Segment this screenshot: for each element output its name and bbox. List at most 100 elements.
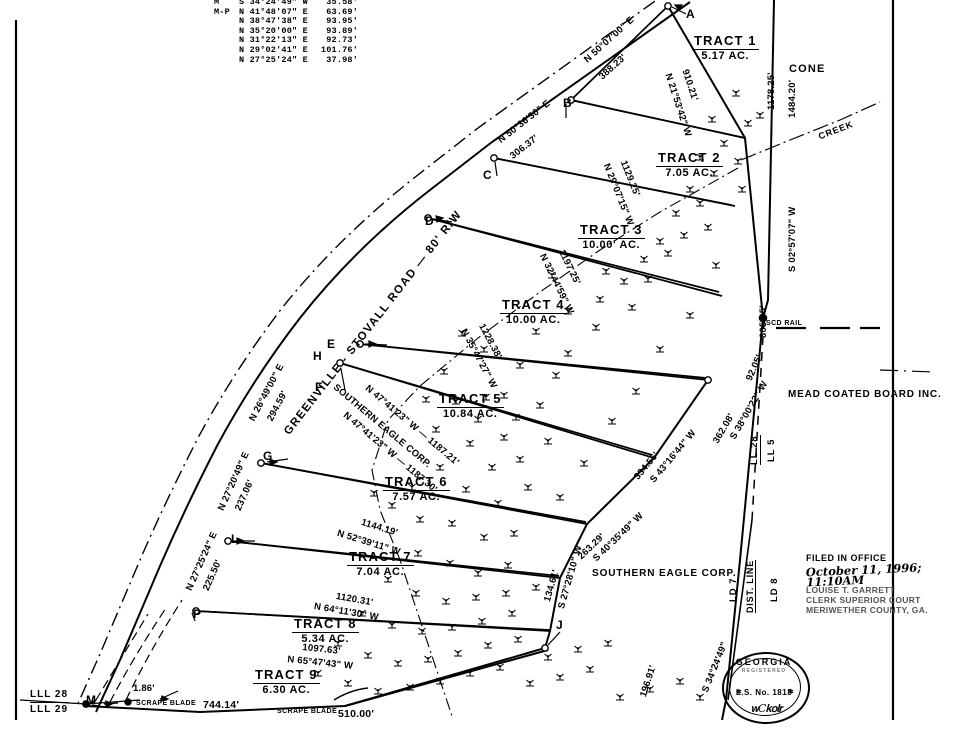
tract-2-name: TRACT 2 (656, 150, 723, 167)
bearing-point (214, 36, 239, 46)
bearing-row: M-P N 41°48'07" E 63.69' (214, 6, 361, 18)
bearing-point: M-P (214, 6, 230, 17)
point-marker-d (424, 214, 432, 222)
bearing-row: N 35°20'00" E 93.89' (214, 25, 361, 37)
point-marker-c (490, 154, 498, 162)
dim-bottom-744: 744.14' (203, 699, 240, 711)
bearing-row: N 31°22'13" E 92.73' (214, 36, 361, 46)
dim-bottom-510: 510.00' (338, 708, 375, 720)
label-ll-5: LL 5 (766, 438, 777, 462)
label-ld-7: LD 7 (728, 577, 739, 602)
bearing-point (214, 46, 239, 56)
tract-2-acres: 7.05 AC. (665, 166, 714, 179)
bearing-distance: 37.98' (326, 54, 359, 65)
label-lll-29: LLL 29 (30, 704, 69, 715)
point-label-j: J (556, 618, 563, 632)
bearing-point (214, 27, 239, 37)
bearing-distance: 35.58' (326, 0, 359, 7)
point-label-p: P (193, 607, 202, 621)
point-marker-e (356, 340, 364, 348)
point-marker-j (541, 644, 549, 652)
label-scrape-blade-2: SCRAPE BLADE (277, 708, 338, 715)
tract-7-name: TRACT 7 (347, 549, 414, 566)
southeast-boundary (544, 379, 709, 649)
filed-date: October 11, 1996; 11:10AM (805, 560, 922, 590)
bearing-table: M S 34°24'49" W 35.58' M-P N 41°48'07" E… (214, 0, 361, 65)
label-ld-8: LD 8 (769, 577, 780, 602)
tract-division-lines-east (195, 99, 746, 632)
filed-clerk-name: LOUISE T. GARRETT (806, 585, 896, 595)
point-marker-se (704, 376, 712, 384)
dim-east-1178: 1178.25' (766, 72, 777, 110)
bearing-row: N 38°47'38" E 93.95' (214, 17, 361, 27)
point-marker-b (567, 96, 575, 104)
tract-3-label: TRACT 3 10.00' AC. (578, 222, 645, 251)
tract-7-label: TRACT 7 7.04 AC. (347, 549, 414, 578)
bearing-row: N 29°02'41" E 101.76' (214, 44, 361, 56)
bearing-value: N 31°22'13" E (239, 35, 308, 46)
dim-east-1484: 1484.20' (787, 79, 798, 118)
bearing-row: N 27°25'24" E 37.98' (214, 54, 361, 66)
filed-county: MERIWETHER COUNTY, GA. (806, 605, 928, 615)
bearing-point (214, 56, 239, 66)
seal-star-right-icon: ✱ (788, 689, 794, 696)
seal-license-number: L.S. No. 1818 (735, 688, 793, 697)
tract-5-label: TRACT 5 10.84 AC. (437, 391, 504, 420)
seal-inner-ring (729, 658, 801, 716)
dim-east-bearing: S 02°57'07" W (787, 206, 798, 272)
boundary-point-markers (82, 2, 768, 708)
bearing-value: N 38°47'38" E (239, 16, 308, 27)
label-lll-28: LLL 28 (30, 689, 69, 703)
point-marker-m (82, 700, 90, 708)
point-label-g: G (263, 449, 273, 463)
bearing-distance: 92.73' (326, 35, 359, 46)
label-cone: CONE (789, 63, 826, 75)
point-marker-m2 (124, 698, 132, 706)
bearing-table-body: M S 34°24'49" W 35.58' M-P N 41°48'07" E… (214, 0, 361, 65)
bearing-point (214, 17, 239, 27)
bearing-row: M S 34°24'49" W 35.58' (214, 0, 361, 8)
filed-in-office-stamp: FILED IN OFFICE October 11, 1996; 11:10A… (806, 553, 960, 615)
tract-8-acres: 5.34 AC. (301, 632, 350, 645)
point-marker-g (257, 459, 265, 467)
bearing-distance: 101.76' (320, 44, 359, 55)
bearing-distance: 93.89' (326, 25, 359, 36)
scrape-blade-lines (95, 599, 183, 703)
seal-signature: 𝐰𝐶𝐤𝐨𝐥𝐫 (750, 702, 782, 715)
creek-line (740, 101, 881, 161)
seal-registered-text: REGISTERED (741, 668, 787, 674)
point-marker-f (336, 359, 344, 367)
point-label-a: A (686, 7, 695, 21)
tract-3-name: TRACT 3 (578, 222, 645, 239)
tract-4-name: TRACT 4 (500, 297, 567, 314)
tract-4-label: TRACT 4 10.00 AC. (500, 297, 567, 326)
tract-6-label: TRACT 6 7.57 AC. (383, 474, 450, 503)
point-label-d: D (425, 214, 434, 228)
point-leaders (91, 4, 687, 708)
filed-header: FILED IN OFFICE (806, 553, 887, 563)
bearing-value: N 29°02'41" E (239, 44, 308, 55)
tract-7-acres: 7.04 AC. (356, 565, 405, 578)
label-scrape-blade-1: SCRAPE BLADE (136, 700, 197, 707)
surveyor-seal: GEORGIA REGISTERED ✱ ✱ L.S. No. 1818 𝐰𝐶𝐤… (722, 652, 810, 732)
point-label-c: C (483, 168, 492, 182)
label-mead-coated-board: MEAD COATED BOARD INC. (788, 389, 942, 400)
tract-6-name: TRACT 6 (383, 474, 450, 491)
point-marker-p (192, 607, 200, 615)
tract-4-acres: 10.00 AC. (506, 313, 561, 326)
tract-1-name: TRACT 1 (692, 33, 759, 50)
tract-6-acres: 7.57 AC. (392, 490, 441, 503)
tract-3-acres: 10.00' AC. (582, 238, 641, 251)
tract-2-label: TRACT 2 7.05 AC. (656, 150, 723, 179)
tract-8-label: TRACT 8 5.34 AC. (292, 616, 359, 645)
rail-dashline-2 (879, 369, 936, 373)
bearing-value: N 41°48'07" E (239, 6, 308, 17)
seal-star-left-icon: ✱ (736, 689, 742, 696)
tract-5-acres: 10.84 AC. (443, 407, 498, 420)
bearing-distance: 93.95' (326, 16, 359, 27)
bearing-value: S 34°24'49" W (239, 0, 308, 7)
land-lot-line-right (751, 319, 765, 521)
label-ll-28: LL 28 (749, 435, 761, 465)
tract-division-lines (195, 5, 746, 631)
